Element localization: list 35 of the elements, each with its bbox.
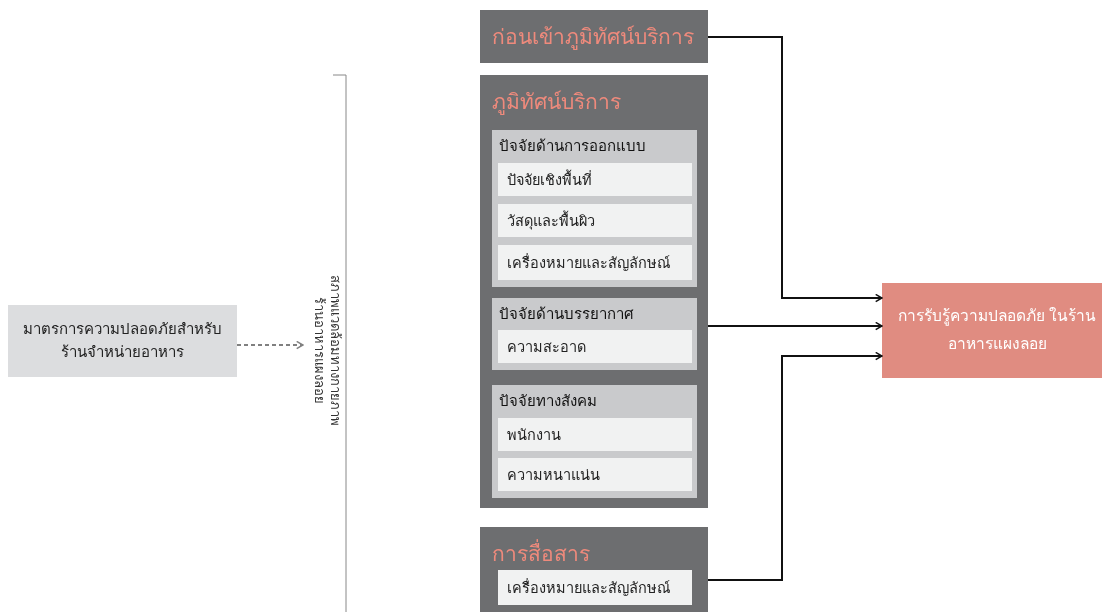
arrow	[707, 351, 883, 581]
factor-item	[498, 418, 692, 451]
arrow	[236, 340, 304, 350]
factor-item	[498, 245, 692, 280]
panel-title: ก่อนเข้าภูมิทัศน์บริการ	[492, 24, 695, 52]
factor-item	[498, 204, 692, 237]
factor-group	[492, 385, 697, 498]
arrow	[707, 36, 883, 303]
factor-group	[492, 298, 697, 370]
panel-title: ภูมิทัศน์บริการ	[492, 89, 622, 117]
box-label: มาตรการความปลอดภัยสำหรับ ร้านจำหน่ายอาหาร	[22, 318, 223, 363]
category-panel	[480, 527, 708, 612]
arrow	[707, 321, 883, 331]
factor-group	[492, 130, 697, 287]
item-label: ความหนาแน่น	[507, 466, 600, 485]
item-label: ปัจจัยเชิงพื้นที่	[507, 168, 592, 191]
factor-item	[498, 330, 692, 363]
item-label: วัสดุและพื้นผิว	[507, 209, 595, 232]
box-label: การรับรู้ความปลอดภัย ในร้านอาหารแผงลอย	[896, 305, 1098, 355]
factor-item	[498, 458, 692, 491]
category-panel	[480, 10, 708, 63]
group-title: ปัจจัยด้านบรรยากาศ	[499, 304, 635, 325]
item-label: ความสะอาด	[507, 338, 586, 357]
item-label: เครื่องหมายและสัญลักษณ์	[507, 252, 670, 273]
category-panel	[480, 75, 708, 508]
group-title: ปัจจัยทางสังคม	[499, 391, 598, 412]
panel-title: การสื่อสาร	[492, 537, 696, 570]
item-label: พนักงาน	[507, 426, 561, 445]
item-label: เครื่องหมายและสัญลักษณ์	[507, 577, 670, 598]
source-box	[8, 305, 237, 377]
group-title: ปัจจัยด้านการออกแบบ	[499, 136, 647, 157]
vertical-label: สภาพแวดล้อมทางกายภาพ ร้านอาหารแผงลอย	[311, 273, 344, 427]
outcome-box	[882, 283, 1102, 378]
factor-item	[498, 570, 692, 605]
factor-item	[498, 163, 692, 196]
